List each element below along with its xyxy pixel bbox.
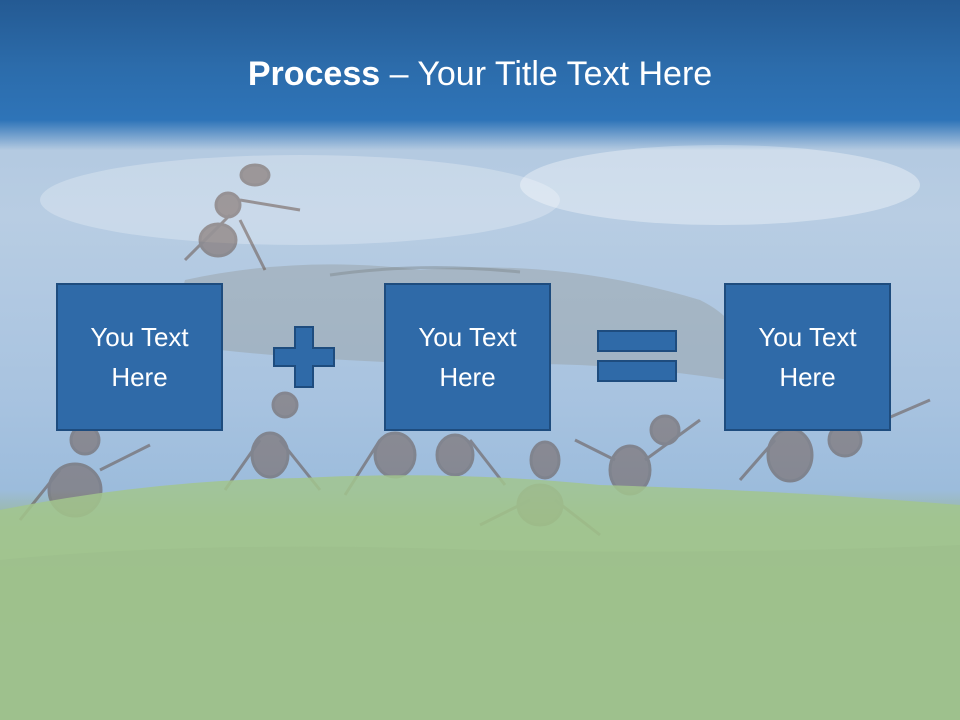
- process-box-3[interactable]: You Text Here: [724, 283, 891, 431]
- process-box-1[interactable]: You Text Here: [56, 283, 223, 431]
- slide-title: Process – Your Title Text Here: [0, 52, 960, 96]
- title-bar: [0, 0, 960, 150]
- title-bold: Process: [247, 55, 381, 93]
- process-box-3-text: You Text Here: [758, 322, 857, 392]
- process-box-2[interactable]: You Text Here: [384, 283, 551, 431]
- process-box-1-text: You Text Here: [90, 322, 189, 392]
- title-rest: – Your Title Text Here: [380, 55, 713, 93]
- plus-icon: [273, 326, 335, 388]
- process-box-2-text: You Text Here: [418, 322, 517, 392]
- equals-icon: [597, 330, 677, 382]
